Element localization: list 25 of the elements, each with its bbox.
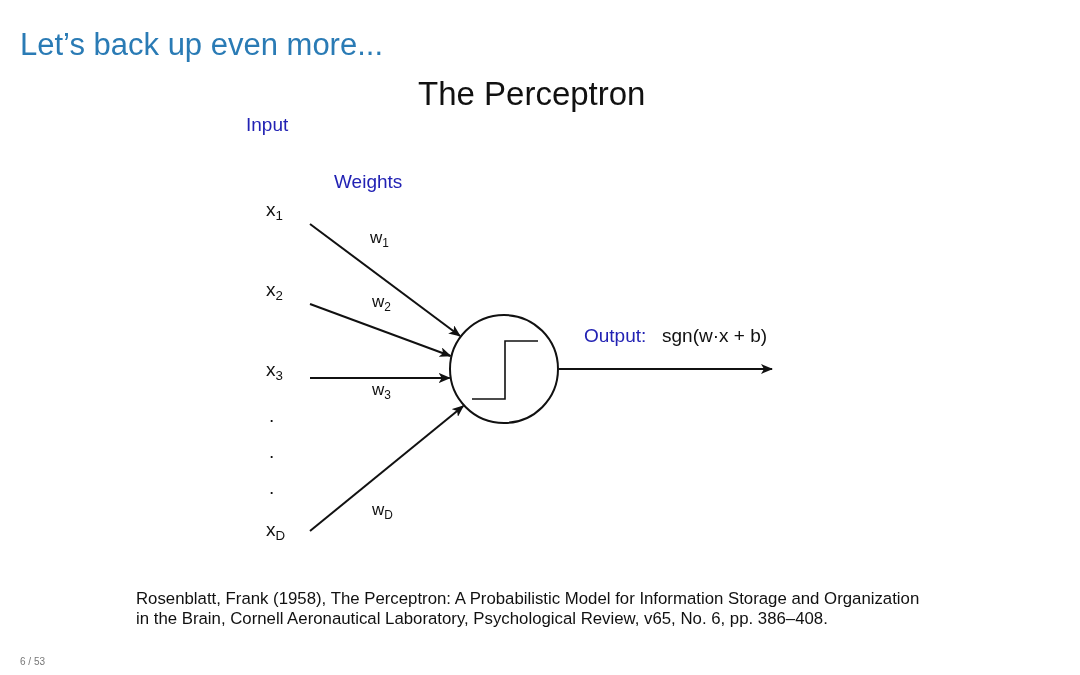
citation: Rosenblatt, Frank (1958), The Perceptron: A Probabilistic Model for Information Storage and Organization in the Brain, Cornell Aeronautical Laboratory, Psychological Review, v65, No. 6, pp. 386–408. xyxy=(136,589,921,629)
input-heading: Input xyxy=(246,114,289,136)
input-variable: x$_{2}$ xyxy=(262,276,310,304)
arrow xyxy=(309,303,452,357)
ellipsis-dot: . xyxy=(269,405,275,427)
weights-heading: Weights xyxy=(334,171,403,193)
output-formula: sgn(w·x + b) xyxy=(662,325,768,347)
circle-node xyxy=(449,314,559,424)
arrow xyxy=(558,364,773,374)
diagram-heading: The Perceptron xyxy=(418,75,646,113)
input-variable: x$_{D}$ xyxy=(262,516,310,544)
arrow xyxy=(309,405,465,532)
output-label: Output: xyxy=(584,325,647,347)
input-variable: x$_{3}$ xyxy=(262,356,310,384)
arrow xyxy=(309,223,461,337)
arrow xyxy=(309,373,451,383)
edge-label: w$_{1}$ xyxy=(370,228,389,252)
edge-label: w$_{D}$ xyxy=(372,500,393,524)
input-variable: x$_{1}$ xyxy=(262,196,310,224)
slide-title: Let’s back up even more... xyxy=(20,27,384,63)
ellipsis-dot: . xyxy=(269,441,275,463)
edge-label: w$_{3}$ xyxy=(372,380,391,404)
edge-label: w$_{2}$ xyxy=(372,292,391,316)
ellipsis-dot: . xyxy=(269,477,275,499)
slide-number: 6 / 53 xyxy=(20,656,46,667)
